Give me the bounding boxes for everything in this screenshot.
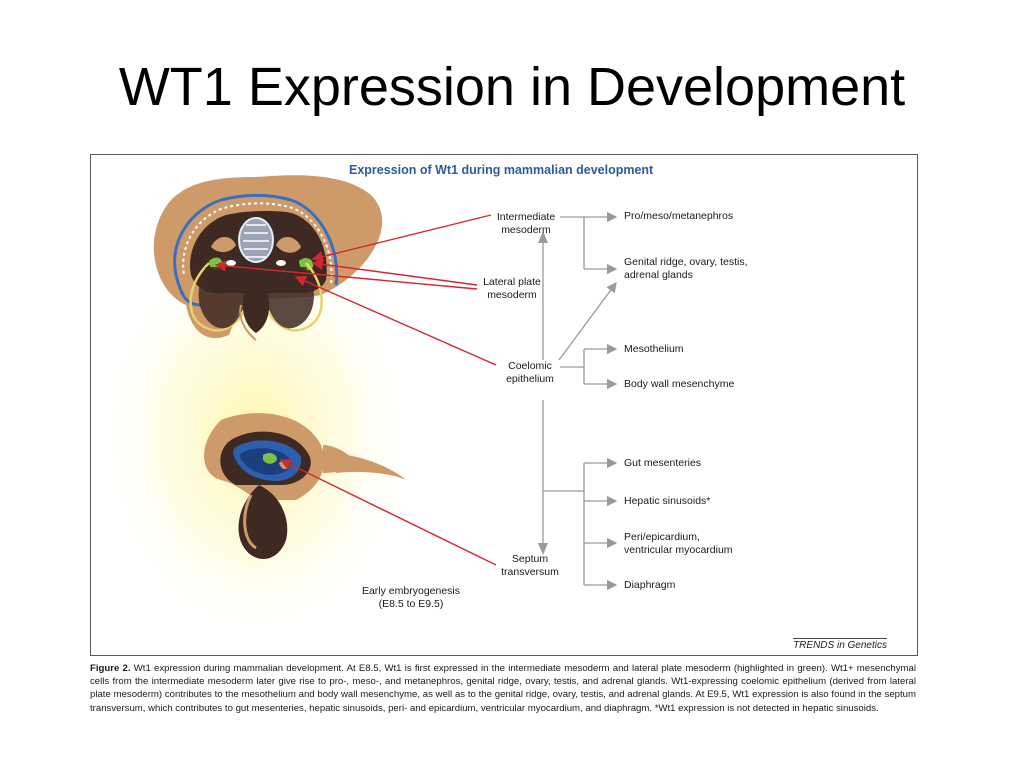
fate-hepatic-sinusoids: Hepatic sinusoids*: [624, 495, 711, 507]
caption-label: Figure 2.: [90, 663, 131, 674]
caption-text: Wt1 expression during mammalian developm…: [90, 663, 916, 714]
figure-heading: Expression of Wt1 during mammalian devel…: [349, 163, 654, 177]
slide-title: WT1 Expression in Development: [118, 57, 906, 117]
red-pointers: [214, 214, 497, 566]
embryo-cross-section: [153, 175, 383, 341]
fate-mesothelium: Mesothelium: [624, 343, 684, 355]
fate-diaphragm: Diaphragm: [624, 579, 676, 591]
journal-credit: TRENDS in Genetics: [793, 638, 887, 651]
embryo-sagittal-section: [204, 413, 406, 560]
diagram-canvas: [96, 175, 618, 645]
figure-caption: Figure 2. Wt1 expression during mammalia…: [90, 662, 916, 715]
fate-gut-mesenteries: Gut mesenteries: [624, 457, 702, 469]
upward-arrowhead: [538, 231, 548, 243]
fate-peri-epicardium: Peri/epicardium,ventricular myocardium: [624, 531, 733, 556]
fate-body-wall-mesenchyme: Body wall mesenchyme: [624, 378, 735, 390]
figure-panel: Expression of Wt1 during mammalian devel…: [90, 154, 918, 656]
fate-genital-ridge: Genital ridge, ovary, testis,adrenal gla…: [624, 256, 748, 281]
lineage-tree: [542, 211, 618, 591]
fate-pro-meso-metanephros: Pro/meso/metanephros: [624, 210, 734, 222]
downward-arrowhead: [538, 543, 548, 555]
stage-label: Early embryogenesis(E8.5 to E9.5): [361, 585, 461, 610]
